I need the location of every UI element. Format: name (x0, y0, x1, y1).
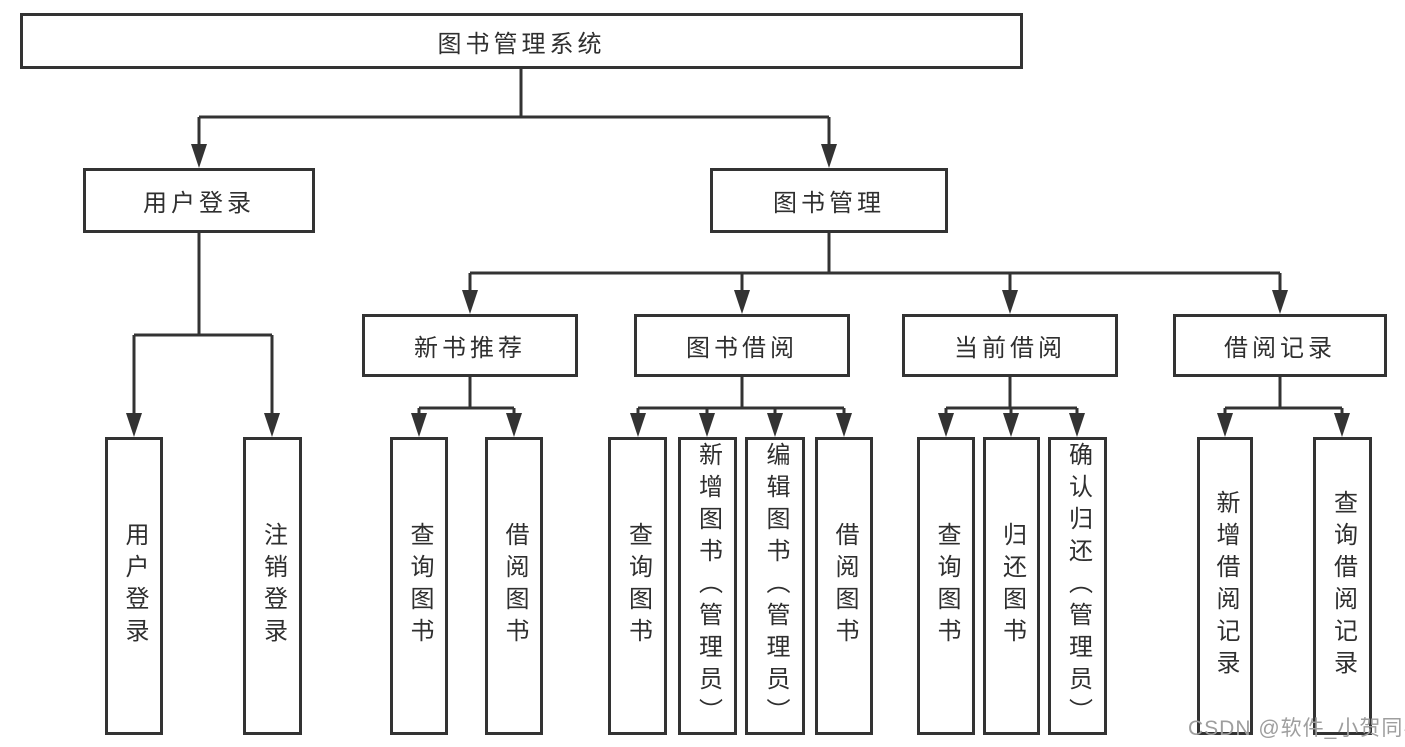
node-user-login: 用户登录 (83, 168, 315, 233)
leaf-query-books-recommend: 查询图书 (390, 437, 448, 735)
leaf-borrow-books-recommend: 借阅图书 (485, 437, 543, 735)
leaf-add-borrow-record: 新增借阅记录 (1197, 437, 1253, 735)
node-book-borrowing: 图书借阅 (634, 314, 850, 377)
leaf-confirm-return-admin: 确认归还（管理员） (1048, 437, 1107, 735)
node-new-book-recommendation: 新书推荐 (362, 314, 578, 377)
leaf-logout: 注销登录 (243, 437, 302, 735)
node-library-management-system: 图书管理系统 (20, 13, 1023, 69)
leaf-borrow-books: 借阅图书 (815, 437, 873, 735)
node-current-borrowing: 当前借阅 (902, 314, 1118, 377)
leaf-return-book: 归还图书 (983, 437, 1040, 735)
node-borrowing-records: 借阅记录 (1173, 314, 1387, 377)
arrowhead-icons (126, 144, 1350, 437)
leaf-query-borrow-record: 查询借阅记录 (1313, 437, 1372, 735)
leaf-query-books-borrowing: 查询图书 (608, 437, 667, 735)
leaf-user-login: 用户登录 (105, 437, 163, 735)
node-book-management: 图书管理 (710, 168, 948, 233)
leaf-query-books-current: 查询图书 (917, 437, 975, 735)
leaf-add-book-admin: 新增图书（管理员） (678, 437, 737, 735)
leaf-edit-book-admin: 编辑图书（管理员） (745, 437, 805, 735)
csdn-watermark: CSDN @软件_小贺同学 (1188, 717, 1405, 740)
